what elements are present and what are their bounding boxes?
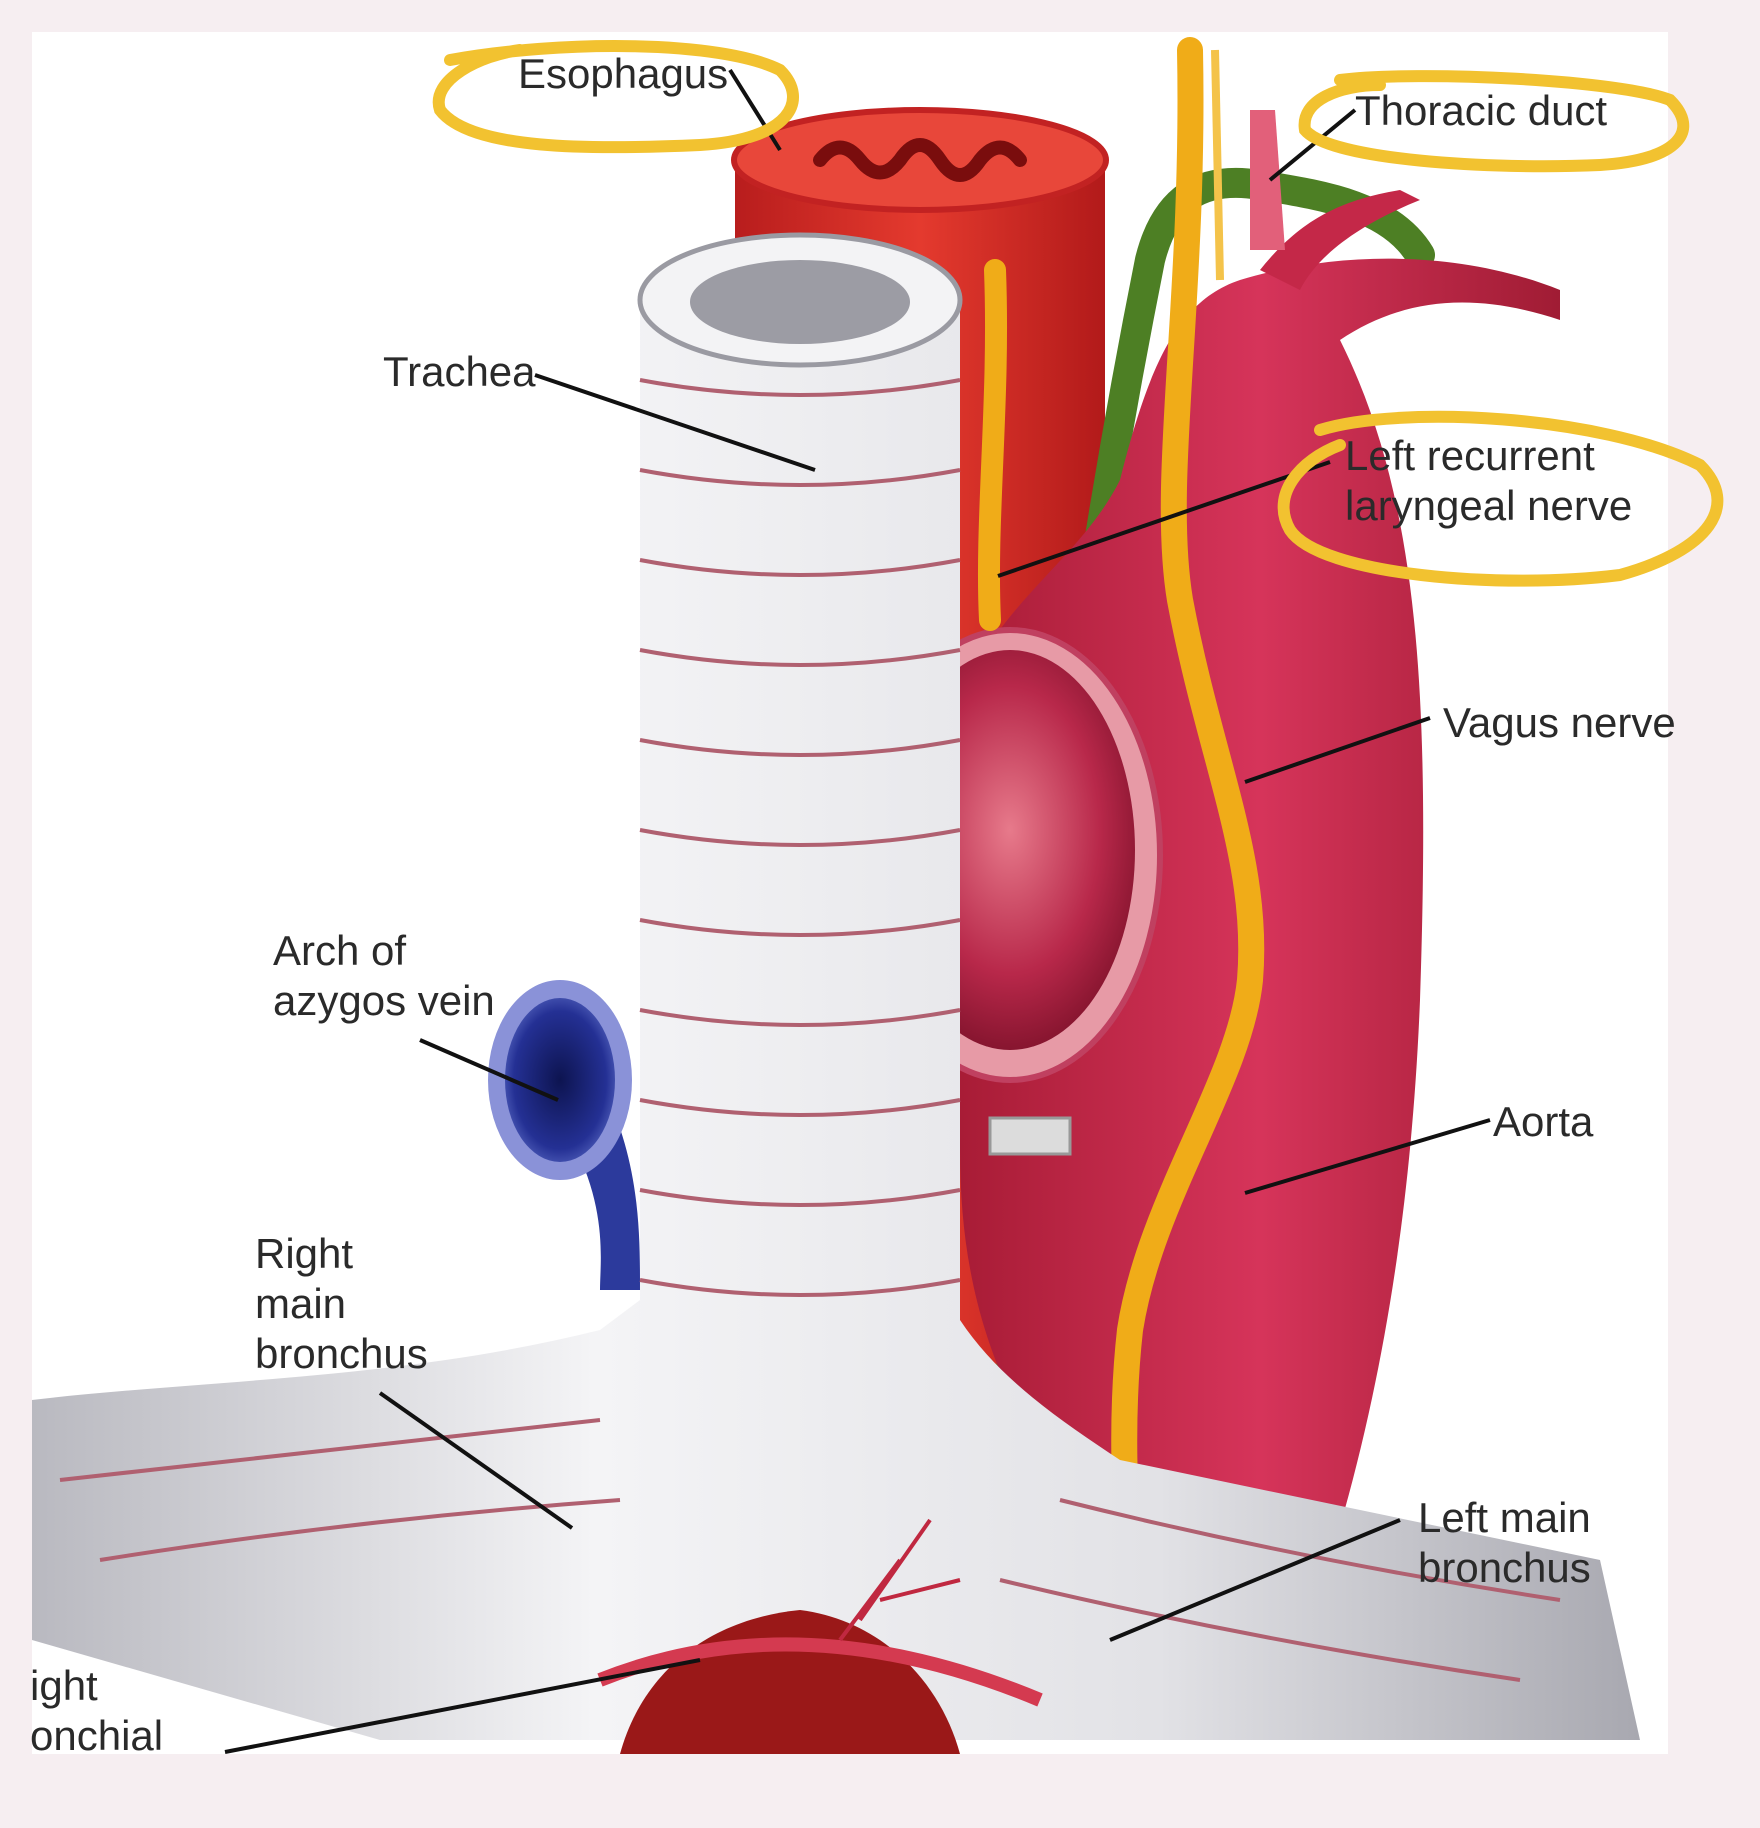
label-arch-azygos-2: azygos vein — [273, 977, 495, 1024]
label-trachea: Trachea — [383, 348, 536, 395]
label-left-main-2: bronchus — [1418, 1544, 1591, 1591]
label-left-recurrent-1: Left recurrent — [1345, 432, 1595, 479]
label-esophagus: Esophagus — [518, 50, 728, 97]
label-right-bronchial-1: ight — [30, 1662, 98, 1709]
label-thoracic-duct: Thoracic duct — [1355, 87, 1607, 134]
label-arch-azygos-1: Arch of — [273, 927, 406, 974]
label-right-main-1: Right — [255, 1230, 353, 1277]
label-right-main-2: main — [255, 1280, 346, 1327]
label-right-bronchial-2: onchial — [30, 1712, 163, 1759]
label-vagus-nerve: Vagus nerve — [1443, 699, 1676, 746]
label-aorta: Aorta — [1493, 1098, 1594, 1145]
label-left-recurrent-2: laryngeal nerve — [1345, 482, 1632, 529]
left-recurrent-nerve-shape — [989, 270, 996, 620]
label-right-main-3: bronchus — [255, 1330, 428, 1377]
label-left-main-1: Left main — [1418, 1494, 1591, 1541]
